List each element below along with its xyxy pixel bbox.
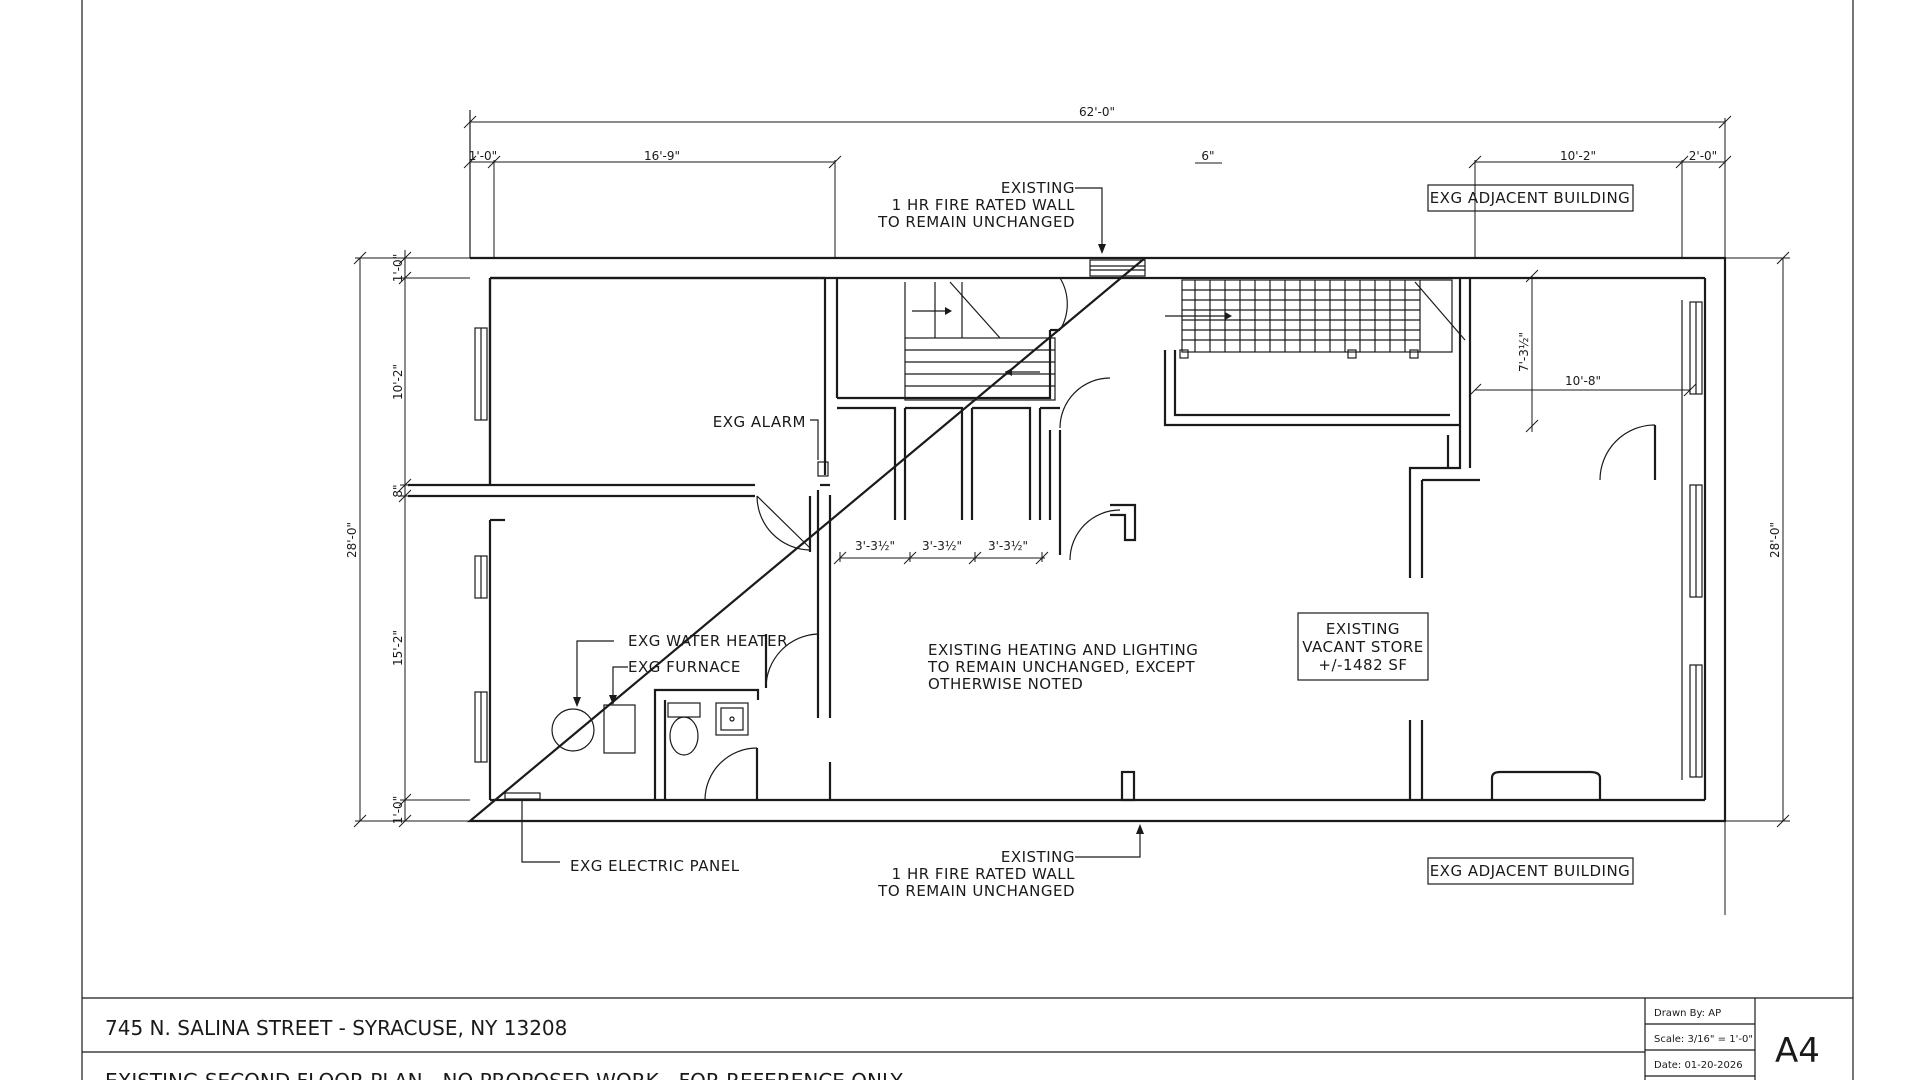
west-windows bbox=[474, 327, 488, 763]
dim-top-16-9: 16'-9" bbox=[644, 149, 680, 163]
sink bbox=[715, 702, 749, 736]
dim-top-1: 1'-0" bbox=[469, 149, 497, 163]
stairs-right bbox=[1165, 279, 1466, 359]
dim-closet-2: 3'-3½" bbox=[922, 539, 962, 553]
adjacent-building-top-label: EXG ADJACENT BUILDING bbox=[1430, 189, 1631, 207]
dimension-text: 62'-0" 1'-0" 16'-9" 6" 10'-2" 2'-0" 1'-0… bbox=[345, 105, 1782, 824]
bottom-fire-wall-line-2: 1 HR FIRE RATED WALL bbox=[892, 865, 1076, 883]
bottom-fire-wall-line-3: TO REMAIN UNCHANGED bbox=[877, 882, 1075, 900]
address-text: 745 N. SALINA STREET - SYRACUSE, NY 1320… bbox=[105, 1016, 567, 1040]
adjacent-building-top-box: EXG ADJACENT BUILDING bbox=[1427, 184, 1634, 212]
heating-note-line-3: OTHERWISE NOTED bbox=[928, 675, 1083, 693]
vacant-store-line-2: VACANT STORE bbox=[1302, 638, 1424, 656]
alarm-symbol bbox=[817, 461, 829, 477]
adjacent-building-bottom-label: EXG ADJACENT BUILDING bbox=[1430, 862, 1631, 880]
toilet-bowl bbox=[669, 716, 699, 756]
adjacent-building-bottom-box: EXG ADJACENT BUILDING bbox=[1427, 857, 1634, 885]
electric-panel-label: EXG ELECTRIC PANEL bbox=[570, 857, 740, 875]
fixtures bbox=[504, 461, 829, 800]
furnace-symbol bbox=[603, 704, 636, 754]
dim-top-6: 6" bbox=[1201, 149, 1214, 163]
vacant-store-box: EXISTING VACANT STORE +/-1482 SF bbox=[1297, 612, 1429, 681]
description-text: EXISTING SECOND FLOOR PLAN - NO PROPOSED… bbox=[105, 1069, 903, 1080]
dimension-lines bbox=[353, 115, 1790, 915]
dim-left-8: 8" bbox=[391, 484, 405, 497]
doors bbox=[704, 259, 1657, 801]
heating-note-line-2: TO REMAIN UNCHANGED, EXCEPT bbox=[927, 658, 1196, 676]
dim-right-overall: 28'-0" bbox=[1768, 522, 1782, 558]
toilet-tank bbox=[667, 702, 701, 718]
dim-stair-7-3: 7'-3½" bbox=[1517, 332, 1531, 372]
interior-walls bbox=[408, 276, 1602, 802]
text-labels: EXISTING 1 HR FIRE RATED WALL TO REMAIN … bbox=[570, 179, 1634, 900]
water-heater-symbol bbox=[551, 708, 595, 752]
bottom-fire-wall-line-1: EXISTING bbox=[1001, 848, 1075, 866]
dim-overall-width: 62'-0" bbox=[1079, 105, 1115, 119]
leaders bbox=[521, 187, 1144, 863]
alarm-label: EXG ALARM bbox=[713, 413, 806, 431]
stairs-left bbox=[904, 281, 1056, 401]
electric-panel-symbol bbox=[504, 792, 541, 800]
dim-left-10-2: 10'-2" bbox=[391, 364, 405, 400]
sheet-number: A4 bbox=[1775, 1031, 1820, 1071]
scale-text: Scale: 3/16" = 1'-0" bbox=[1654, 1034, 1753, 1045]
dim-top-10-2: 10'-2" bbox=[1560, 149, 1596, 163]
furnace-label: EXG FURNACE bbox=[628, 658, 741, 676]
title-block: 745 N. SALINA STREET - SYRACUSE, NY 1320… bbox=[82, 997, 1853, 1080]
dim-left-1-top: 1'-0" bbox=[391, 254, 405, 282]
sheet-border bbox=[81, 0, 1854, 1080]
dim-top-2-0: 2'-0" bbox=[1689, 149, 1717, 163]
east-windows bbox=[1681, 300, 1703, 780]
dim-left-15-2: 15'-2" bbox=[391, 630, 405, 666]
top-fire-wall-line-1: EXISTING bbox=[1001, 179, 1075, 197]
dim-left-1-bottom: 1'-0" bbox=[391, 796, 405, 824]
exterior-walls bbox=[466, 110, 1727, 823]
water-heater-label: EXG WATER HEATER bbox=[628, 632, 788, 650]
date-text: Date: 01-20-2026 bbox=[1654, 1060, 1743, 1071]
dim-closet-1: 3'-3½" bbox=[855, 539, 895, 553]
top-fire-wall-line-3: TO REMAIN UNCHANGED bbox=[877, 213, 1075, 231]
drawn-by-text: Drawn By: AP bbox=[1654, 1008, 1721, 1019]
dim-closet-3: 3'-3½" bbox=[988, 539, 1028, 553]
dim-stair-10-8: 10'-8" bbox=[1565, 374, 1601, 388]
top-fire-wall-line-2: 1 HR FIRE RATED WALL bbox=[892, 196, 1076, 214]
vacant-store-line-3: +/-1482 SF bbox=[1318, 656, 1407, 674]
heating-note-line-1: EXISTING HEATING AND LIGHTING bbox=[928, 641, 1198, 659]
dim-left-overall: 28'-0" bbox=[345, 522, 359, 558]
vacant-store-line-1: EXISTING bbox=[1326, 620, 1400, 638]
